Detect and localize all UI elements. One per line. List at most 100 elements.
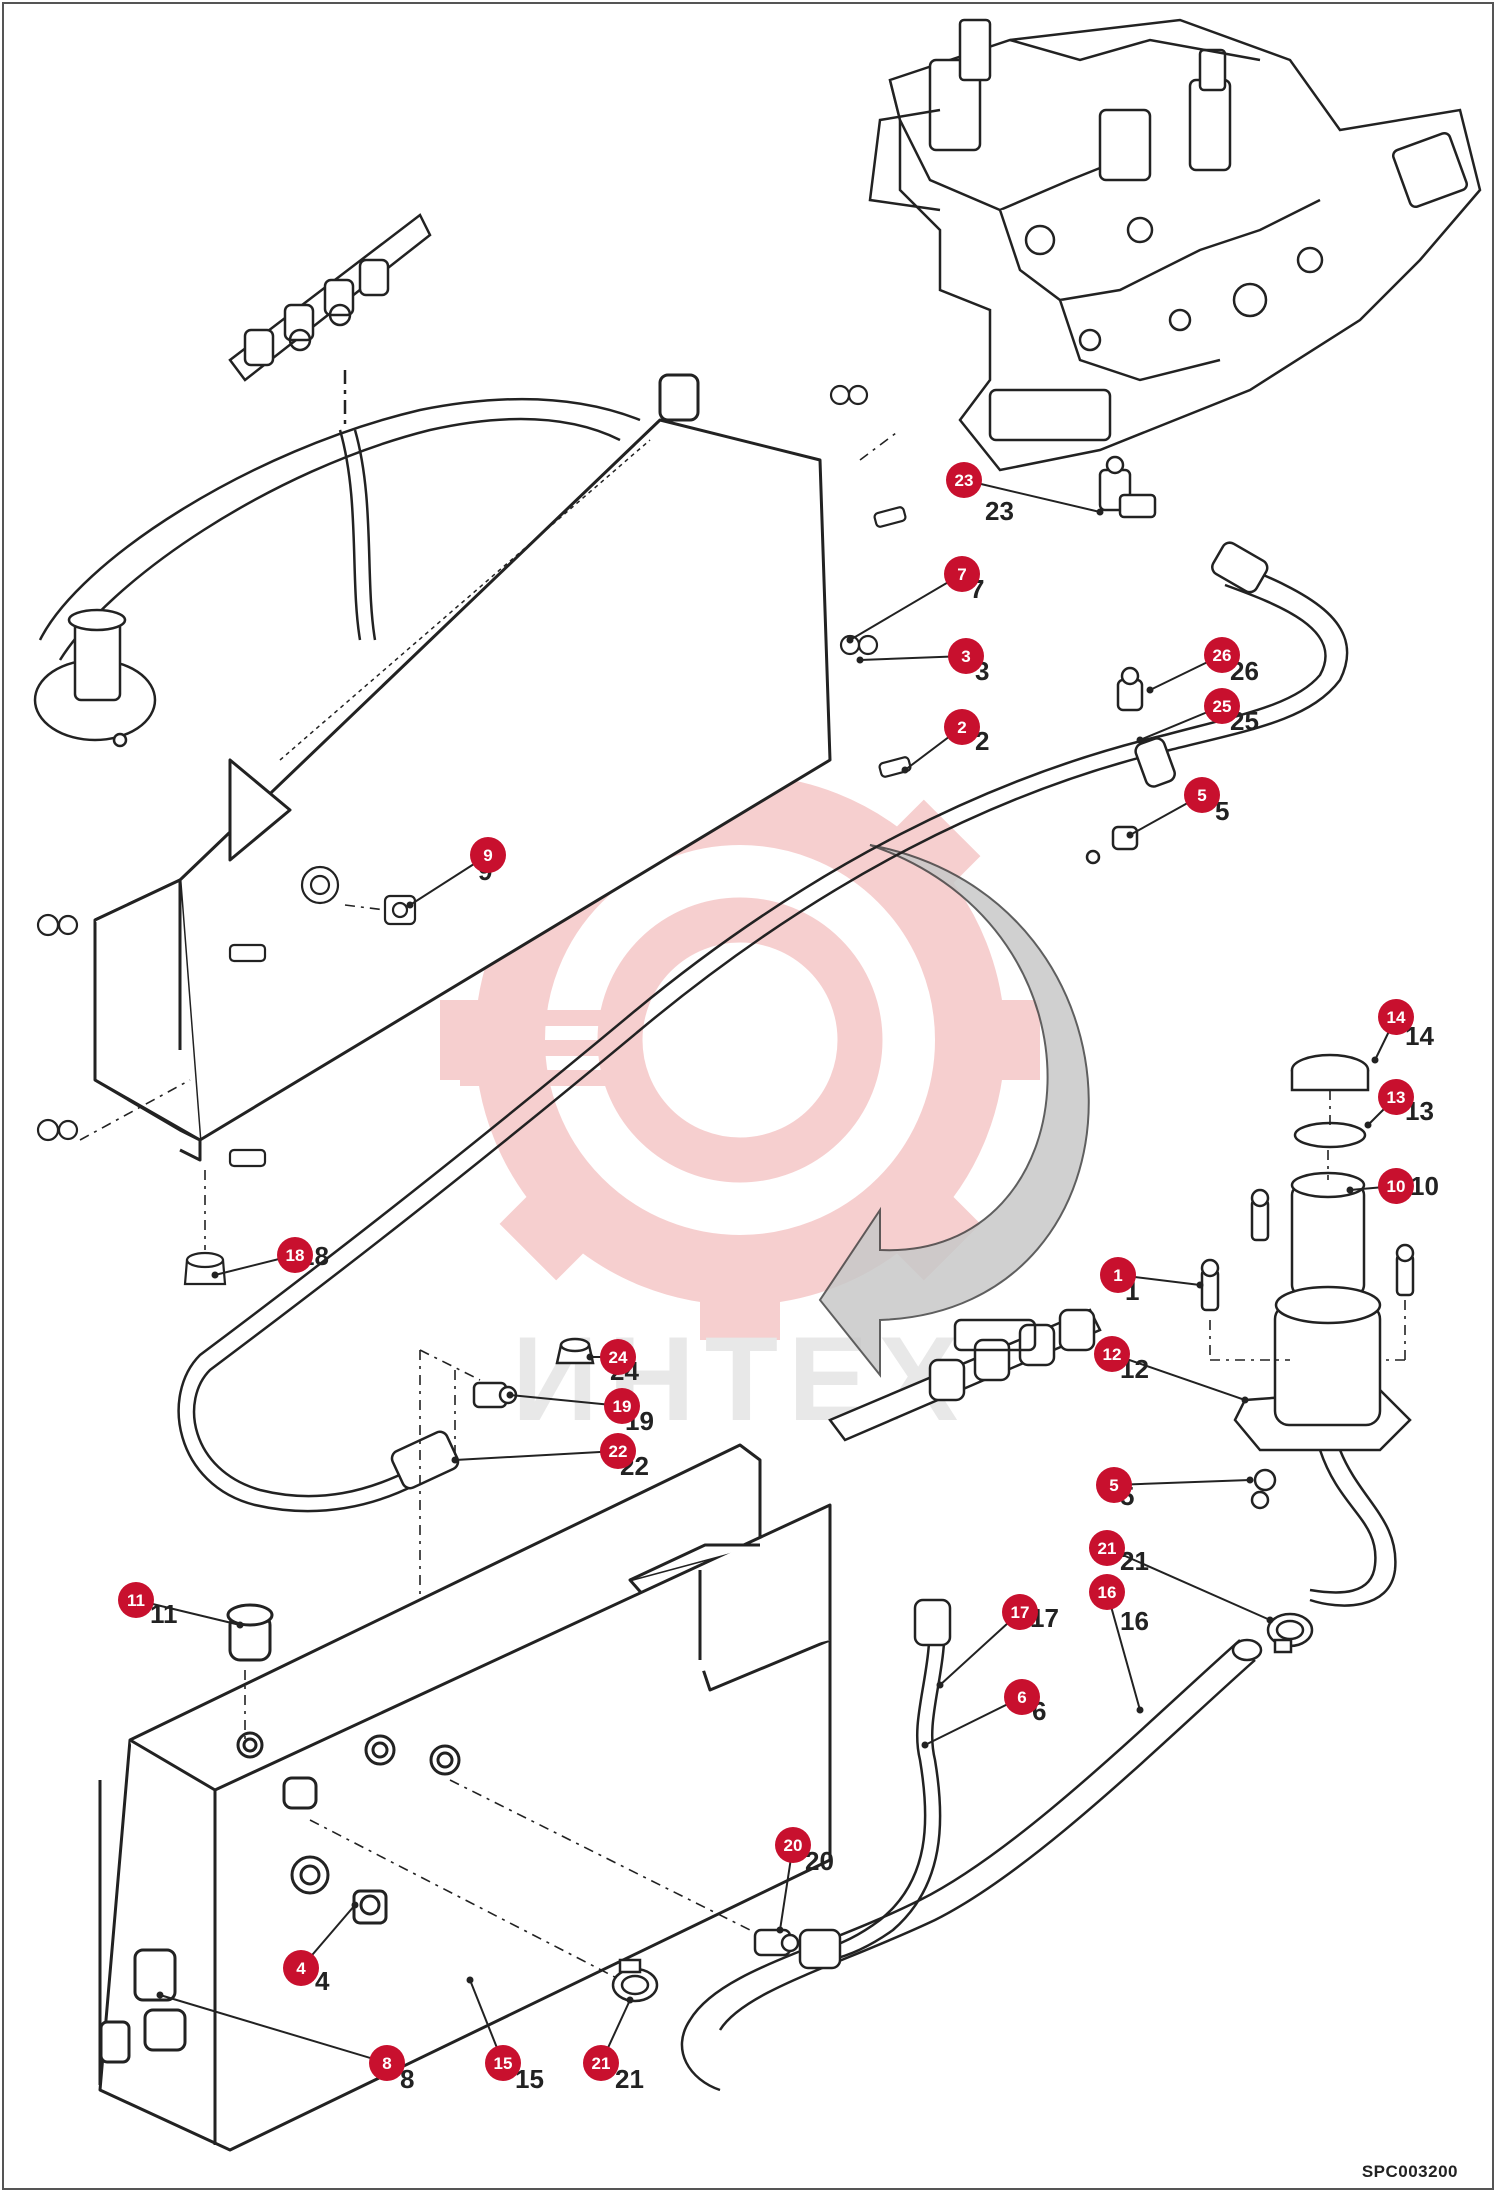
callout-label: 14 — [1387, 1008, 1406, 1027]
callout-label: 6 — [1017, 1688, 1026, 1707]
callout-label: 1 — [1113, 1266, 1122, 1285]
rotation-arrow — [818, 844, 1090, 1378]
callout-badge[interactable] — [1184, 777, 1220, 813]
leader-line — [939, 1611, 1021, 1686]
callout-badge[interactable] — [1378, 1079, 1414, 1115]
leader-dot — [1136, 1706, 1144, 1714]
callout-badge[interactable] — [1002, 1594, 1038, 1630]
leader-dot — [1096, 508, 1104, 516]
leader-line — [963, 479, 1101, 513]
callout-badge[interactable] — [600, 1433, 636, 1469]
callout-label: 5 — [1197, 786, 1206, 805]
leader-dot — [626, 1996, 634, 2004]
callout-label: 16 — [1098, 1583, 1117, 1602]
callout-label: 21 — [1098, 1539, 1117, 1558]
callout-4[interactable]: 44 — [283, 1901, 359, 1997]
leader-dot — [1146, 686, 1154, 694]
leader-dot — [466, 1976, 474, 1984]
callout-badge[interactable] — [944, 709, 980, 745]
leader-dot — [156, 1991, 164, 1999]
callout-badge[interactable] — [944, 556, 980, 592]
callout-badge[interactable] — [1204, 688, 1240, 724]
callout-badge[interactable] — [470, 837, 506, 873]
callout-label: 22 — [609, 1442, 628, 1461]
callout-label: 11 — [127, 1591, 145, 1610]
callout-11[interactable]: 11 11 — [118, 1582, 244, 1629]
callout-badge[interactable] — [1100, 1257, 1136, 1293]
callout-badge[interactable] — [948, 638, 984, 674]
callout-badge[interactable] — [775, 1827, 811, 1863]
callout-label: 2 — [957, 718, 966, 737]
drawing-code: SPC003200 — [1361, 2162, 1458, 2181]
callout-label: 8 — [382, 2054, 391, 2073]
callout-label: 3 — [961, 647, 970, 666]
callout-1[interactable]: 11 — [1100, 1257, 1204, 1306]
leader-dot — [406, 901, 414, 909]
leader-dot — [1196, 1281, 1204, 1289]
callout-badge[interactable] — [485, 2045, 521, 2081]
callout-badge[interactable] — [277, 1237, 313, 1273]
callout-9[interactable]: 99 — [406, 837, 507, 909]
leader-dot — [351, 1901, 359, 1909]
leader-dot — [1371, 1056, 1379, 1064]
leader-dot — [921, 1741, 929, 1749]
leader-line — [509, 1394, 623, 1407]
callout-badge[interactable] — [1378, 999, 1414, 1035]
callout-label: 18 — [286, 1246, 305, 1265]
callout-badge[interactable] — [600, 1339, 636, 1375]
callout-number-text: 11 — [150, 1599, 178, 1629]
callout-6[interactable]: 66 — [921, 1679, 1047, 1749]
callout-badge[interactable] — [583, 2045, 619, 2081]
callout-5[interactable]: 55 — [1096, 1467, 1254, 1511]
callout-7[interactable]: 77 — [846, 556, 985, 644]
callout-badge[interactable] — [1004, 1679, 1040, 1715]
callout-badge[interactable] — [1089, 1574, 1125, 1610]
callout-badge[interactable] — [369, 2045, 405, 2081]
callout-badge[interactable] — [283, 1950, 319, 1986]
callout-badge[interactable] — [946, 462, 982, 498]
hydraulic-tank-upper — [93, 373, 832, 1162]
callout-badge[interactable] — [604, 1388, 640, 1424]
callout-label: 12 — [1103, 1345, 1122, 1364]
callout-badge[interactable] — [1204, 637, 1240, 673]
callout-label: 4 — [296, 1959, 306, 1978]
leader-dot — [1246, 1476, 1254, 1484]
leader-dot — [1346, 1186, 1354, 1194]
leader-dot — [846, 636, 854, 644]
callout-badge[interactable] — [1089, 1530, 1125, 1566]
callout-number-text: 21 — [615, 2064, 644, 2094]
callout-badge[interactable] — [1096, 1467, 1132, 1503]
callout-3[interactable]: 33 — [856, 638, 990, 686]
callout-number-text: 8 — [400, 2064, 414, 2094]
callout-24[interactable]: 2424 — [586, 1339, 640, 1386]
callout-badge[interactable] — [118, 1582, 154, 1618]
callout-label: 5 — [1109, 1476, 1118, 1495]
callout-badge[interactable] — [1094, 1336, 1130, 1372]
callout-8[interactable]: 88 — [156, 1991, 415, 2095]
leader-line — [1106, 1591, 1141, 1711]
callout-label: 23 — [955, 471, 974, 490]
leader-dot — [901, 766, 909, 774]
leader-dot — [211, 1271, 219, 1279]
callout-5[interactable]: 55 — [1126, 777, 1230, 839]
callout-2[interactable]: 22 — [901, 709, 990, 774]
callout-badge[interactable] — [1378, 1168, 1414, 1204]
callout-number-text: 5 — [1215, 796, 1229, 826]
